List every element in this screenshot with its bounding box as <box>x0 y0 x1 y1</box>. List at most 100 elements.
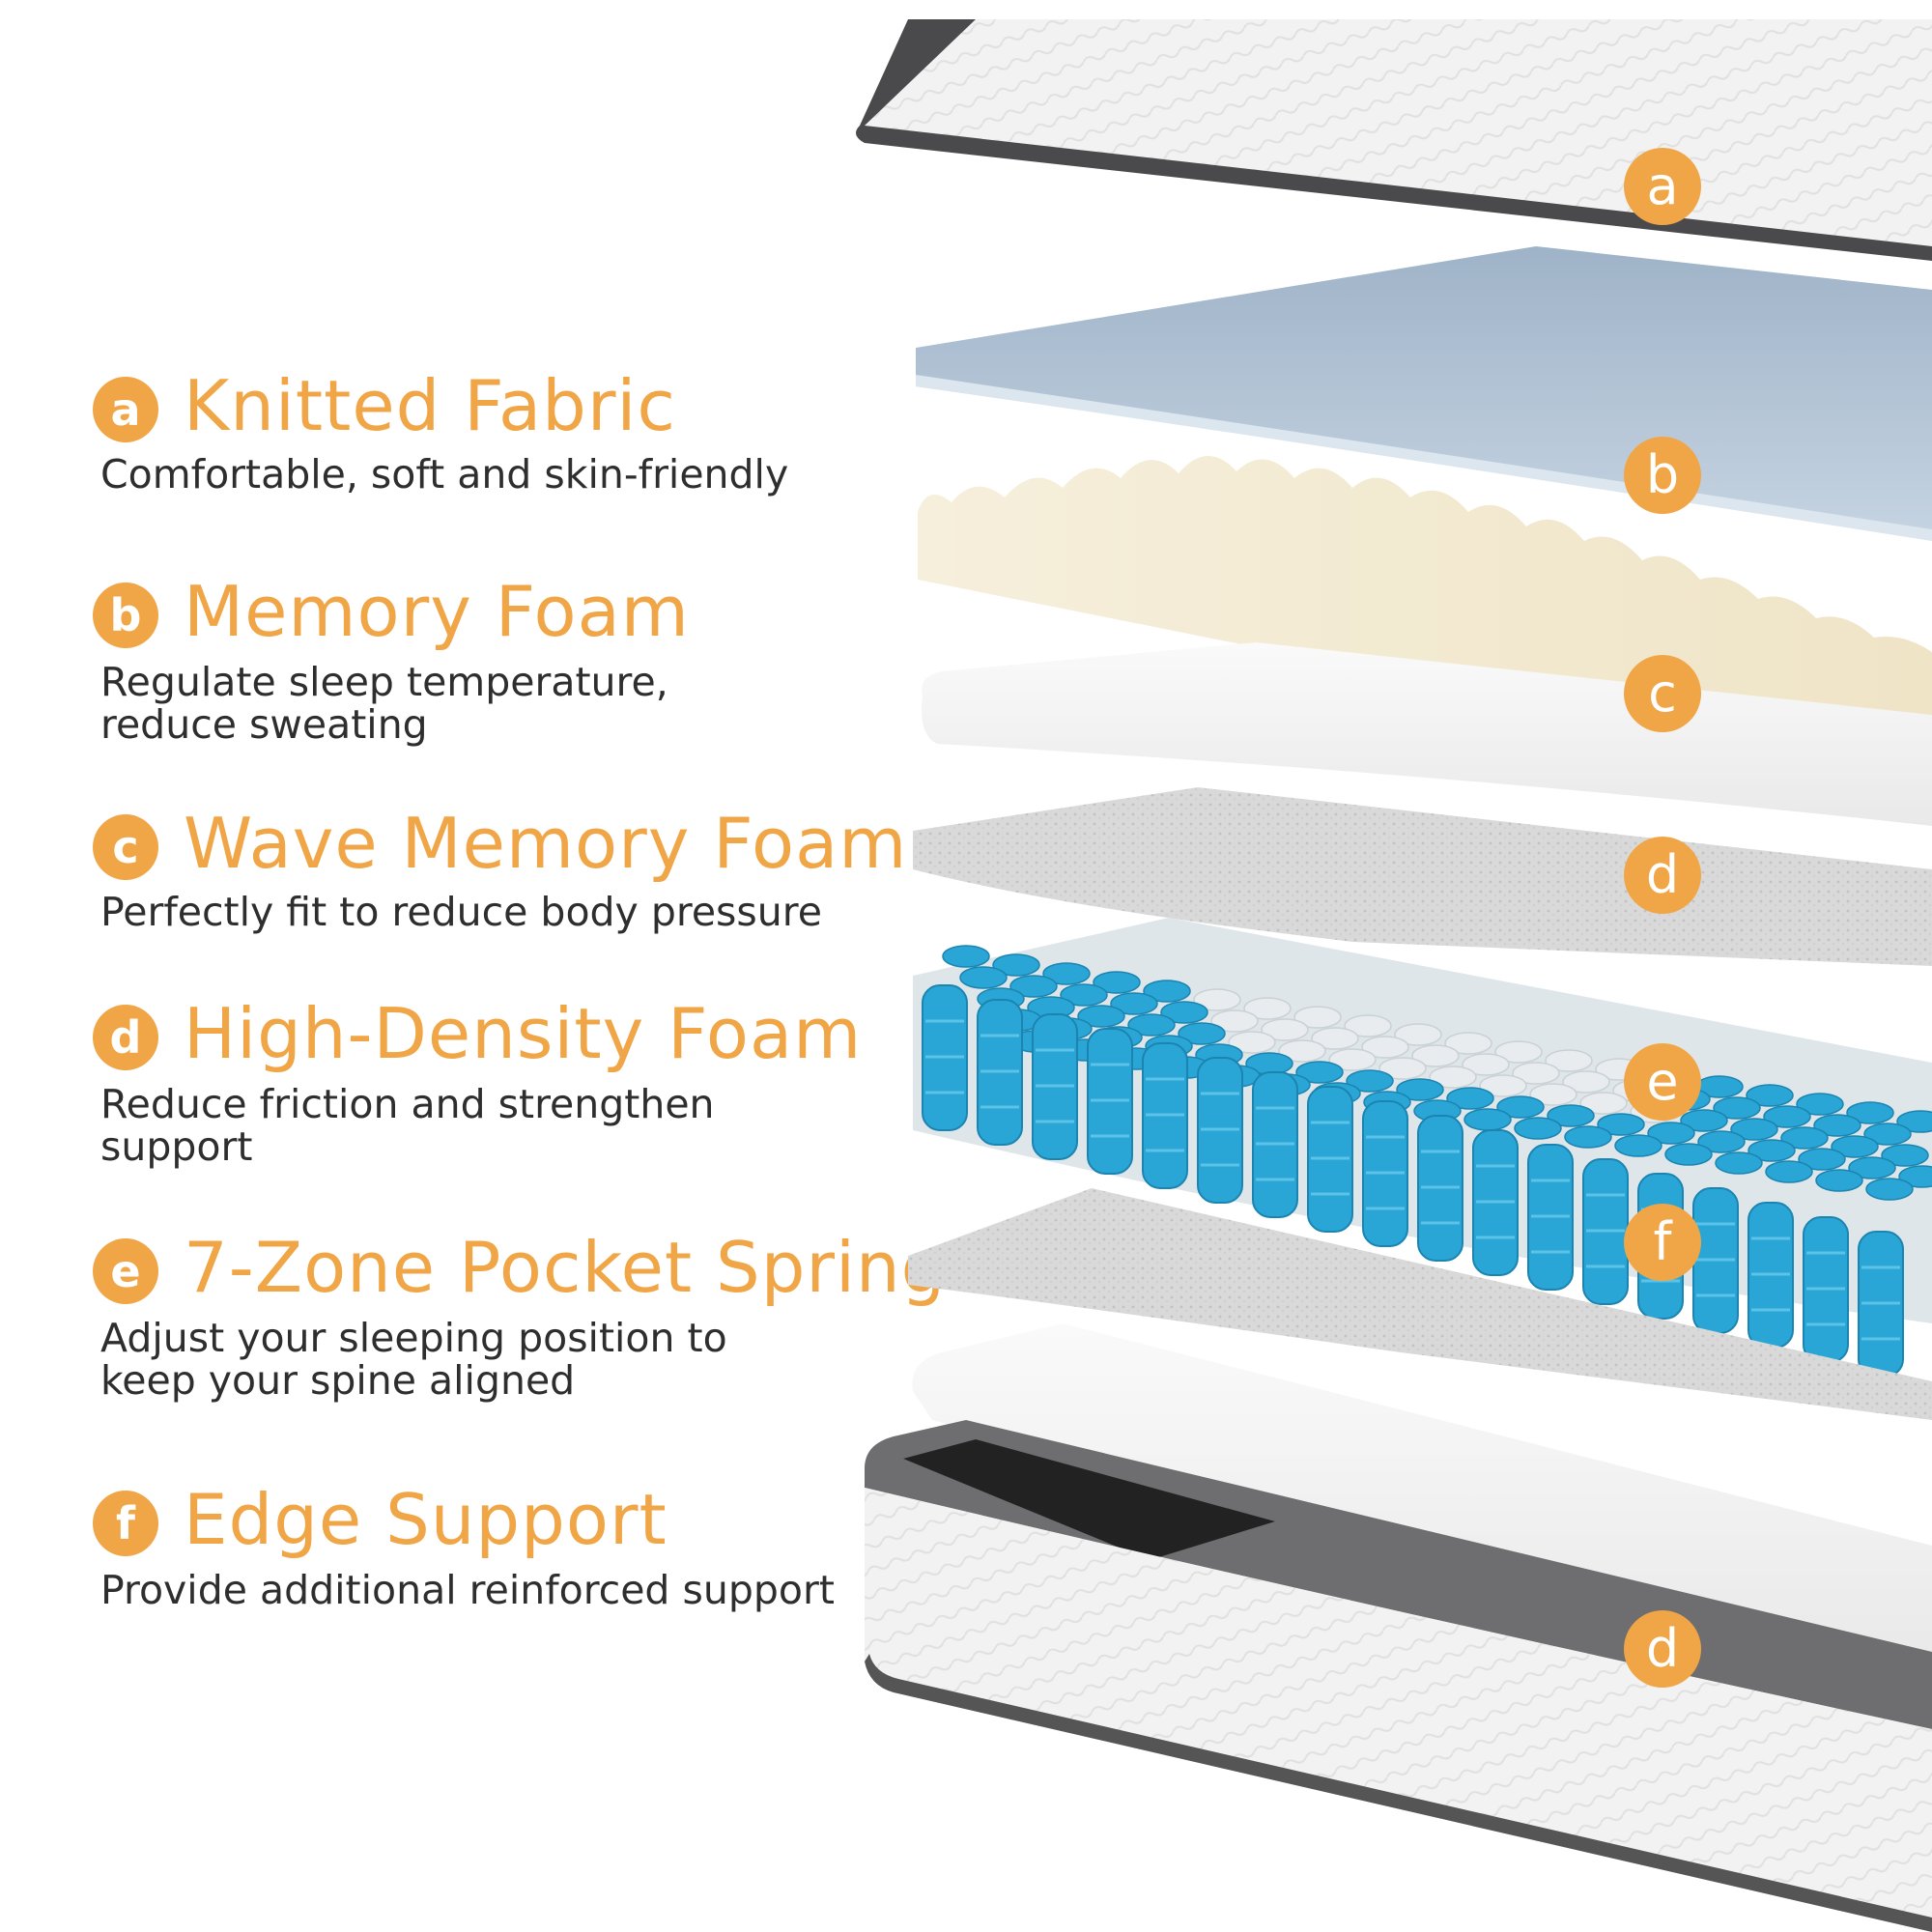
spring-top <box>1763 1105 1811 1128</box>
spring-top <box>1547 1104 1595 1127</box>
spring-top <box>1647 1122 1695 1145</box>
spring-top <box>1664 1143 1713 1166</box>
svg-text:d: d <box>1646 1618 1679 1679</box>
spring-top <box>1077 1005 1125 1028</box>
spring-top <box>959 966 1008 989</box>
spring-top <box>1796 1093 1844 1116</box>
badge-e: e <box>93 1238 158 1304</box>
spring-top <box>1713 1096 1761 1120</box>
spring-top <box>1765 1160 1813 1183</box>
spring-top <box>1529 1083 1577 1106</box>
illustration-badge-b: b <box>1624 437 1701 514</box>
badge-d: d <box>93 1005 158 1070</box>
spring-top <box>1210 1009 1259 1033</box>
layer-description-line-2: reduce sweating <box>100 701 428 748</box>
spring-top <box>1496 1095 1545 1119</box>
badge-c: c <box>93 814 158 880</box>
spring-top <box>1462 1053 1510 1076</box>
lower-felt-layer <box>908 1188 1932 1420</box>
illustration-badge-d-bottom: d <box>1624 1610 1701 1688</box>
pocket-spring-layer <box>913 918 1932 1378</box>
spring-top <box>1813 1114 1861 1137</box>
spring-top <box>992 953 1040 977</box>
spring-top <box>1831 1135 1879 1158</box>
spring-top <box>1243 997 1292 1020</box>
spring-top <box>1394 1023 1442 1046</box>
spring-top <box>1815 1169 1863 1192</box>
layer-description: Provide additional reinforced support <box>100 1567 835 1613</box>
badge-b: b <box>93 582 158 648</box>
spring-top <box>1848 1156 1896 1179</box>
spring-top <box>1127 1013 1176 1037</box>
spring-top <box>1444 1032 1492 1055</box>
spring-top <box>1730 1118 1778 1141</box>
spring-top <box>1747 1139 1796 1162</box>
spring-top <box>1396 1078 1444 1101</box>
spring-top <box>1429 1065 1477 1089</box>
spring-top <box>1042 962 1091 985</box>
spring-top <box>1746 1084 1794 1107</box>
spring-top <box>1378 1057 1427 1080</box>
svg-text:d: d <box>1646 844 1679 905</box>
layer-description: Adjust your sleeping position to <box>100 1315 727 1361</box>
layer-legend: a Knitted Fabric Comfortable, soft and s… <box>0 0 945 1932</box>
spring-top <box>1411 1044 1460 1067</box>
spring-top <box>1780 1126 1829 1150</box>
spring-top <box>1293 1006 1342 1029</box>
layer-description-line-2: support <box>100 1123 253 1170</box>
layer-title: Wave Memory Foam <box>184 803 908 884</box>
spring-top <box>1881 1144 1929 1167</box>
spring-top <box>1278 1039 1326 1063</box>
spring-coils <box>922 945 1932 1378</box>
layer-description: Regulate sleep temperature, <box>100 659 668 705</box>
svg-text:a: a <box>1646 156 1678 216</box>
spring-top <box>1093 971 1141 994</box>
layer-title: High-Density Foam <box>184 993 863 1074</box>
illustration-badge-d: d <box>1624 837 1701 914</box>
spring-top <box>1261 1018 1309 1041</box>
spring-top <box>1715 1151 1763 1175</box>
layer-title: 7-Zone Pocket Spring <box>184 1227 947 1308</box>
illustration-badge-e: e <box>1624 1043 1701 1121</box>
svg-text:b: b <box>1646 444 1679 505</box>
spring-top <box>1545 1049 1593 1072</box>
illustration-badge-f: f <box>1624 1204 1701 1281</box>
spring-top <box>1564 1125 1612 1149</box>
spring-top <box>1193 988 1241 1011</box>
spring-top <box>1562 1070 1610 1094</box>
spring-top <box>1680 1109 1728 1132</box>
spring-top <box>1009 975 1058 998</box>
spring-top <box>1143 980 1191 1003</box>
svg-text:e: e <box>1646 1051 1678 1112</box>
spring-top <box>1798 1148 1846 1171</box>
layer-title: Edge Support <box>184 1479 668 1560</box>
illustration-badge-a: a <box>1624 148 1701 225</box>
layer-title: Memory Foam <box>184 571 690 652</box>
spring-top <box>1479 1074 1527 1097</box>
bottom-foam-layer <box>912 1323 1932 1662</box>
layer-title: Knitted Fabric <box>184 365 677 446</box>
svg-text:f: f <box>1653 1211 1673 1272</box>
spring-top <box>1463 1108 1512 1131</box>
spring-top <box>1446 1087 1494 1110</box>
layer-description: Reduce friction and strengthen <box>100 1081 715 1127</box>
spring-top <box>1228 1031 1276 1054</box>
layer-description-line-2: keep your spine aligned <box>100 1357 576 1404</box>
spring-top <box>1110 992 1158 1015</box>
spring-top <box>1311 1027 1359 1050</box>
spring-top <box>1160 1001 1208 1024</box>
badge-f: f <box>93 1491 158 1556</box>
spring-top <box>1344 1014 1392 1037</box>
spring-top <box>1328 1048 1377 1071</box>
spring-top <box>1865 1178 1914 1201</box>
spring-top <box>942 945 990 968</box>
spring-top <box>1494 1040 1543 1064</box>
spring-top <box>1514 1117 1562 1140</box>
high-density-foam-layer <box>913 787 1932 966</box>
illustration-badge-c: c <box>1624 655 1701 732</box>
illustration-badges: a b c d e f d <box>1624 148 1701 1688</box>
spring-top <box>1346 1069 1394 1093</box>
spring-top <box>1614 1134 1662 1157</box>
spring-top <box>1178 1022 1226 1045</box>
